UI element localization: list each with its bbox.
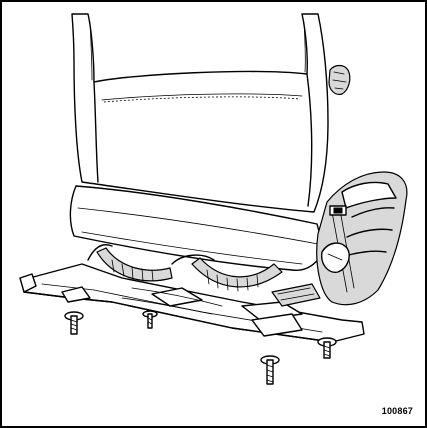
backrest-side-button bbox=[328, 64, 351, 95]
figure-reference-code: 100867 bbox=[381, 406, 413, 416]
mounting-bolt-rear-center bbox=[260, 355, 280, 385]
seat-backrest bbox=[71, 13, 329, 213]
seat-rails bbox=[21, 263, 365, 343]
cushion-springs bbox=[87, 244, 283, 292]
rail-foot-left bbox=[19, 273, 37, 293]
recliner-mechanism bbox=[316, 171, 408, 306]
seat-cushion bbox=[69, 185, 325, 271]
mounting-bolt-front-center bbox=[142, 310, 158, 329]
mounting-bolt-rear-right bbox=[317, 337, 337, 359]
mounting-bolt-front-left bbox=[64, 311, 84, 335]
